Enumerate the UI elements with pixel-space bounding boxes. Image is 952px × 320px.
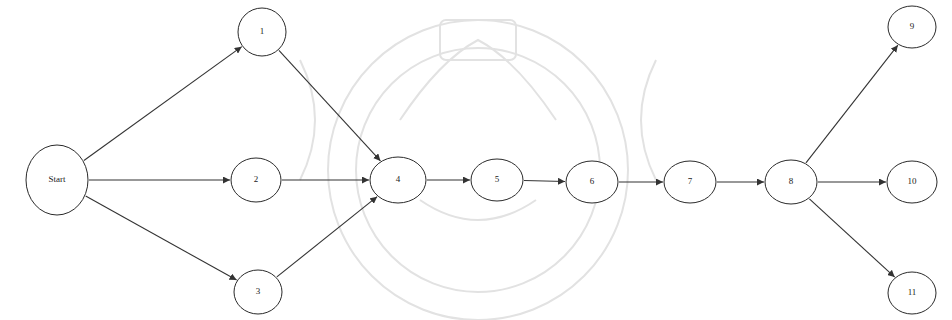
event-node: Start: [25, 144, 89, 216]
arrow-connector: [809, 199, 894, 277]
node-label: 7: [688, 177, 693, 187]
event-node: 3: [233, 269, 283, 315]
arrow-connector: [89, 179, 230, 180]
arrow-connector: [84, 47, 242, 161]
node-label: 2: [254, 175, 259, 185]
event-node: 5: [470, 158, 524, 202]
event-node: 10: [886, 160, 938, 204]
node-label: 6: [590, 177, 595, 187]
event-node: 9: [887, 5, 937, 49]
event-node: 6: [565, 160, 619, 204]
arrow-connector: [427, 179, 470, 180]
node-label: 9: [910, 22, 915, 32]
event-node: 1: [237, 7, 287, 57]
arrow-connector: [279, 50, 381, 160]
arrow-connector: [277, 197, 377, 277]
event-node: 11: [887, 271, 937, 315]
node-label: 3: [256, 287, 261, 297]
arrow-connector: [806, 45, 898, 163]
node-label: 8: [789, 177, 794, 187]
node-label: 10: [908, 177, 917, 187]
event-node: 2: [230, 157, 282, 203]
arrow-connector: [524, 180, 565, 182]
node-label: 4: [396, 175, 401, 185]
arrow-connector: [86, 196, 237, 280]
arrow-connector: [717, 181, 764, 182]
arrow-connector: [818, 181, 886, 182]
event-node: 7: [663, 160, 717, 204]
event-node: 4: [369, 156, 427, 204]
node-label: 5: [495, 175, 500, 185]
node-label: 11: [908, 288, 917, 298]
arrow-connector: [619, 181, 663, 182]
arrow-connector: [282, 179, 369, 180]
node-label: 1: [260, 27, 265, 37]
node-label: Start: [49, 175, 66, 185]
event-node: 8: [764, 159, 818, 205]
